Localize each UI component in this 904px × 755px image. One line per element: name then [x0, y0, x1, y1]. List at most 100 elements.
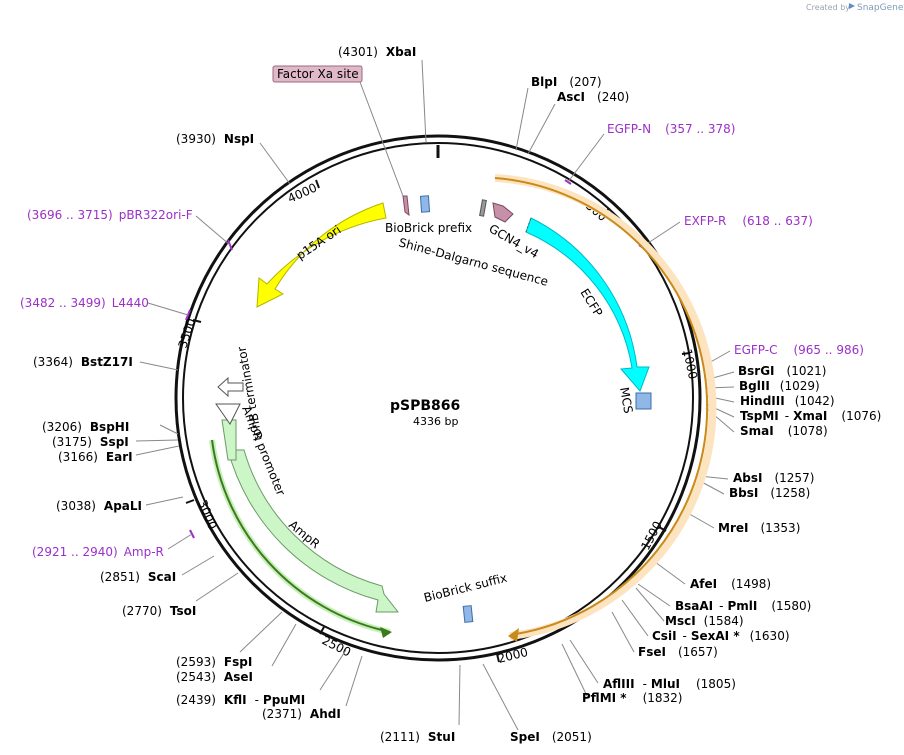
svg-text:(4301)XbaI: (4301)XbaI [338, 45, 416, 59]
site-asci[interactable]: AscI(240) [557, 90, 629, 104]
site-tspmi-xmai[interactable]: TspMI-XmaI(1076) [740, 409, 881, 423]
site-afei[interactable]: AfeI(1498) [690, 577, 771, 591]
site-bglii[interactable]: BglII(1029) [739, 379, 820, 393]
svg-text:(2439)KflI-PpuMI: (2439)KflI-PpuMI [176, 693, 305, 707]
orange-feature-arc-line [494, 177, 709, 635]
svg-text:PflMI *(1832): PflMI *(1832) [582, 691, 682, 705]
site-bsaai-pmli[interactable]: BsaAI-PmlI(1580) [675, 599, 811, 613]
site-asei[interactable]: (2543)AseI [176, 670, 253, 684]
site-fsei[interactable]: FseI(1657) [638, 645, 718, 659]
primer-pbr322ori-f[interactable]: (3696 .. 3715)pBR322ori-F [27, 208, 193, 222]
feature-p15a-ori[interactable] [256, 202, 387, 308]
feature-biobrick-prefix[interactable] [419, 195, 431, 213]
feature-label-mcs: MCS [617, 386, 635, 414]
ampr-promoter-arrowhead-icon [215, 403, 241, 425]
orange-feature-arrowhead [508, 628, 519, 642]
svg-text:AflIII-MluI(1805): AflIII-MluI(1805) [603, 677, 736, 691]
site-apali[interactable]: (3038)ApaLI [56, 499, 142, 513]
site-nspi[interactable]: (3930)NspI [176, 132, 254, 146]
site-hindiii[interactable]: HindIII(1042) [740, 394, 835, 408]
tick-1000: 1000 [680, 348, 700, 381]
site-scai[interactable]: (2851)ScaI [100, 570, 176, 584]
svg-text:(2111)StuI: (2111)StuI [380, 730, 455, 744]
site-msci[interactable]: MscI(1584) [665, 614, 744, 628]
svg-text:(3166)EarI: (3166)EarI [58, 450, 133, 464]
svg-text:EXFP-R(618 .. 637): EXFP-R(618 .. 637) [684, 214, 813, 228]
primer-l4440[interactable]: (3482 .. 3499)L4440 [20, 296, 149, 310]
site-pflmi[interactable]: PflMI *(1832) [582, 691, 682, 705]
feature-shine-dalgarno[interactable] [479, 199, 487, 217]
site-blpi[interactable]: BlpI(207) [531, 75, 602, 89]
svg-text:(3696 .. 3715)pBR322ori-F: (3696 .. 3715)pBR322ori-F [27, 208, 193, 222]
site-xbai[interactable]: (4301)XbaI [338, 45, 416, 59]
feature-factor-xa-marker [402, 195, 410, 217]
primer-egfp-n[interactable]: EGFP-N(357 .. 378) [607, 122, 736, 136]
feature-factor-xa-box[interactable] [272, 65, 363, 83]
feature-label-tonb-terminator: tonB terminator [235, 345, 265, 442]
leader-egfp-n [567, 133, 605, 183]
svg-text:MreI(1353): MreI(1353) [718, 521, 800, 535]
site-kfli-ppumi[interactable]: (2439)KflI-PpuMI [176, 693, 305, 707]
site-leaders [135, 59, 735, 731]
svg-text:(2851)ScaI: (2851)ScaI [100, 570, 176, 584]
primer-amp-r[interactable]: (2921 .. 2940)Amp-R [32, 545, 164, 559]
tick-label-3500: 3500 [176, 317, 199, 350]
site-bsphi[interactable]: (3206)BspHI [42, 420, 129, 434]
svg-text:(3175)SspI: (3175)SspI [52, 435, 129, 449]
snapgene-brand-text: SnapGene [857, 3, 904, 13]
orange-feature-arc[interactable] [494, 174, 717, 640]
feature-tonb-terminator[interactable] [217, 376, 244, 398]
feature-ecfp[interactable] [525, 217, 650, 392]
site-csii-sexai[interactable]: CsiI-SexAI *(1630) [652, 629, 790, 643]
svg-text:AbsI(1257): AbsI(1257) [733, 471, 814, 485]
leader-l4440 [147, 302, 189, 316]
site-afliii-mlui[interactable]: AflIII-MluI(1805) [603, 677, 736, 691]
site-bsrgi[interactable]: BsrGI(1021) [738, 364, 826, 378]
primer-exfp-r[interactable]: EXFP-R(618 .. 637) [684, 214, 813, 228]
ecfp-dashed-start [525, 217, 532, 233]
feature-ampr[interactable] [227, 449, 400, 613]
feature-mcs[interactable] [635, 392, 652, 410]
tick-label-2000: 2000 [496, 645, 529, 666]
primer-egfp-c[interactable]: EGFP-C(965 .. 986) [734, 343, 864, 357]
site-ahdi[interactable]: (2371)AhdI [262, 707, 341, 721]
site-mrei[interactable]: MreI(1353) [718, 521, 800, 535]
tick-label-3000: 3000 [195, 498, 219, 532]
feature-label-factor-xa: Factor Xa site [277, 67, 359, 81]
svg-text:SpeI(2051): SpeI(2051) [510, 730, 592, 744]
leader-factor-xa [359, 81, 404, 197]
feature-biobrick-suffix[interactable] [462, 605, 474, 623]
site-tsoi[interactable]: (2770)TsoI [122, 604, 196, 618]
svg-text:AfeI(1498): AfeI(1498) [690, 577, 771, 591]
site-smai[interactable]: SmaI(1078) [740, 424, 828, 438]
tick-3000: 3000 [185, 498, 220, 532]
site-sspi[interactable]: (3175)SspI [52, 435, 129, 449]
svg-text:BlpI(207): BlpI(207) [531, 75, 602, 89]
site-spei[interactable]: SpeI(2051) [510, 730, 592, 744]
svg-text:HindIII(1042): HindIII(1042) [740, 394, 835, 408]
svg-text:(2921 .. 2940)Amp-R: (2921 .. 2940)Amp-R [32, 545, 164, 559]
plasmid-length: 4336 bp [413, 415, 458, 428]
feature-label-p15a-ori: p15A ori [294, 223, 344, 263]
svg-text:(2543)AseI: (2543)AseI [176, 670, 253, 684]
svg-text:(3206)BspHI: (3206)BspHI [42, 420, 129, 434]
site-bstz17i[interactable]: (3364)BstZ17I [33, 355, 133, 369]
site-stui[interactable]: (2111)StuI [380, 730, 455, 744]
svg-text:TspMI-XmaI(1076): TspMI-XmaI(1076) [740, 409, 881, 423]
feature-label-biobrick-prefix: BioBrick prefix [385, 221, 472, 235]
site-fspi[interactable]: (2593)FspI [176, 655, 252, 669]
svg-text:(3364)BstZ17I: (3364)BstZ17I [33, 355, 133, 369]
svg-text:BglII(1029): BglII(1029) [739, 379, 820, 393]
svg-text:AscI(240): AscI(240) [557, 90, 629, 104]
svg-text:BsaAI-PmlI(1580): BsaAI-PmlI(1580) [675, 599, 811, 613]
site-bbsi[interactable]: BbsI(1258) [729, 486, 810, 500]
tick-label-4000: 4000 [286, 181, 320, 206]
site-absi[interactable]: AbsI(1257) [733, 471, 814, 485]
feature-ampr-promoter[interactable] [221, 419, 237, 461]
site-eari[interactable]: (3166)EarI [58, 450, 133, 464]
tick-4000: 4000 [286, 179, 320, 206]
leader-pbr322ori-f [195, 215, 231, 246]
svg-text:(2770)TsoI: (2770)TsoI [122, 604, 196, 618]
feature-gcn4-v4[interactable] [492, 202, 514, 223]
tick-3500: 3500 [176, 317, 202, 350]
